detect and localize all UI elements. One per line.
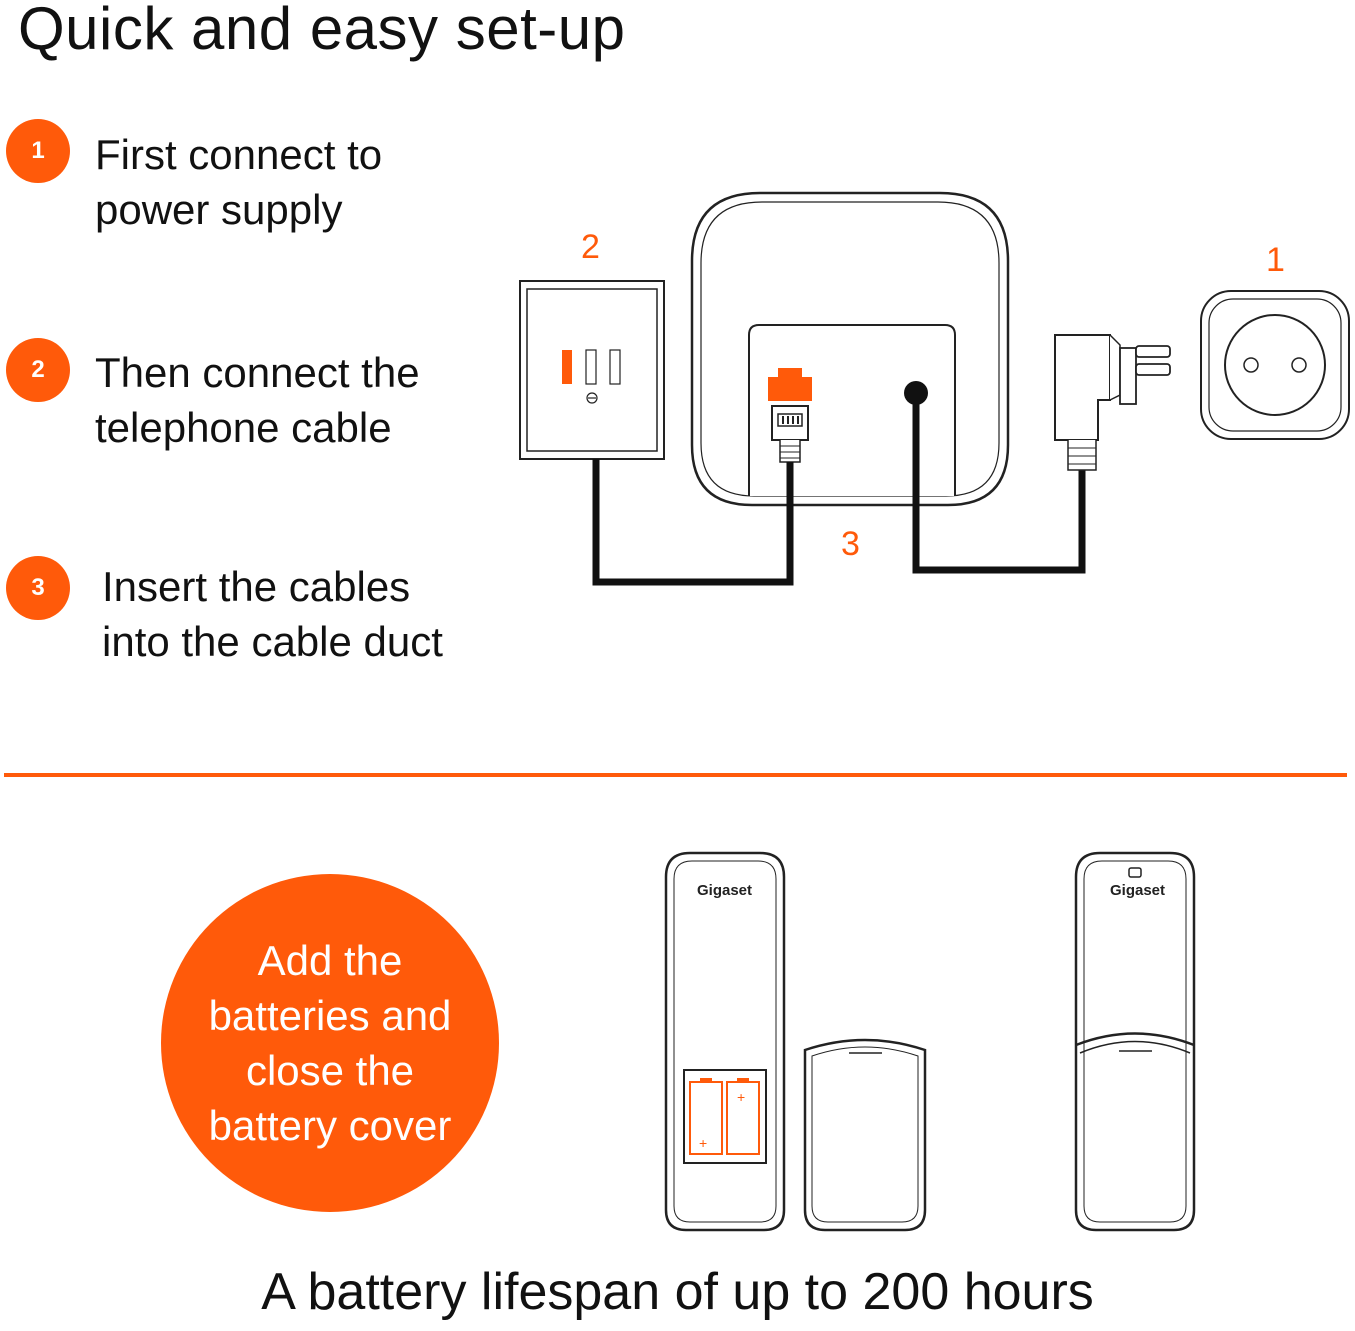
step-2-text: Then connect the telephone cable	[95, 349, 420, 451]
step-2-badge: 2	[6, 338, 70, 402]
svg-text:+: +	[737, 1089, 745, 1105]
socket-label: 1	[1266, 241, 1285, 279]
page-title: Quick and easy set-up	[18, 0, 626, 62]
wall-socket-icon	[1200, 290, 1350, 440]
power-cable	[912, 398, 1086, 574]
battery-instruction-circle: Add the batteries and close the battery …	[161, 874, 499, 1212]
step-1-text: First connect to power supply	[95, 131, 383, 233]
svg-text:+: +	[699, 1135, 707, 1151]
handset-closed-brand-logo: Gigaset	[1110, 882, 1165, 899]
wall-jack-label: 2	[581, 228, 600, 266]
phone-wall-jack-icon	[519, 280, 665, 460]
step-3-badge: 3	[6, 556, 70, 620]
battery-instruction-text: Add the batteries and close the battery …	[208, 937, 452, 1149]
rj11-plug-icon	[771, 405, 809, 463]
battery-cover-icon	[803, 1038, 927, 1232]
section-divider	[4, 773, 1347, 777]
cable-duct-label: 3	[841, 525, 860, 563]
battery-lifespan-caption: A battery lifespan of up to 200 hours	[261, 1263, 1094, 1321]
handset-closed-icon: Gigaset	[1074, 851, 1196, 1232]
telephone-cable	[592, 459, 794, 586]
handset-open-icon: Gigaset + +	[664, 851, 786, 1232]
power-adapter-icon	[1054, 334, 1171, 471]
step-3-text: Insert the cables into the cable duct	[102, 563, 443, 665]
handset-brand-logo: Gigaset	[697, 882, 752, 899]
step-1-badge: 1	[6, 119, 70, 183]
connection-diagram: 2 1 3	[519, 191, 1350, 586]
